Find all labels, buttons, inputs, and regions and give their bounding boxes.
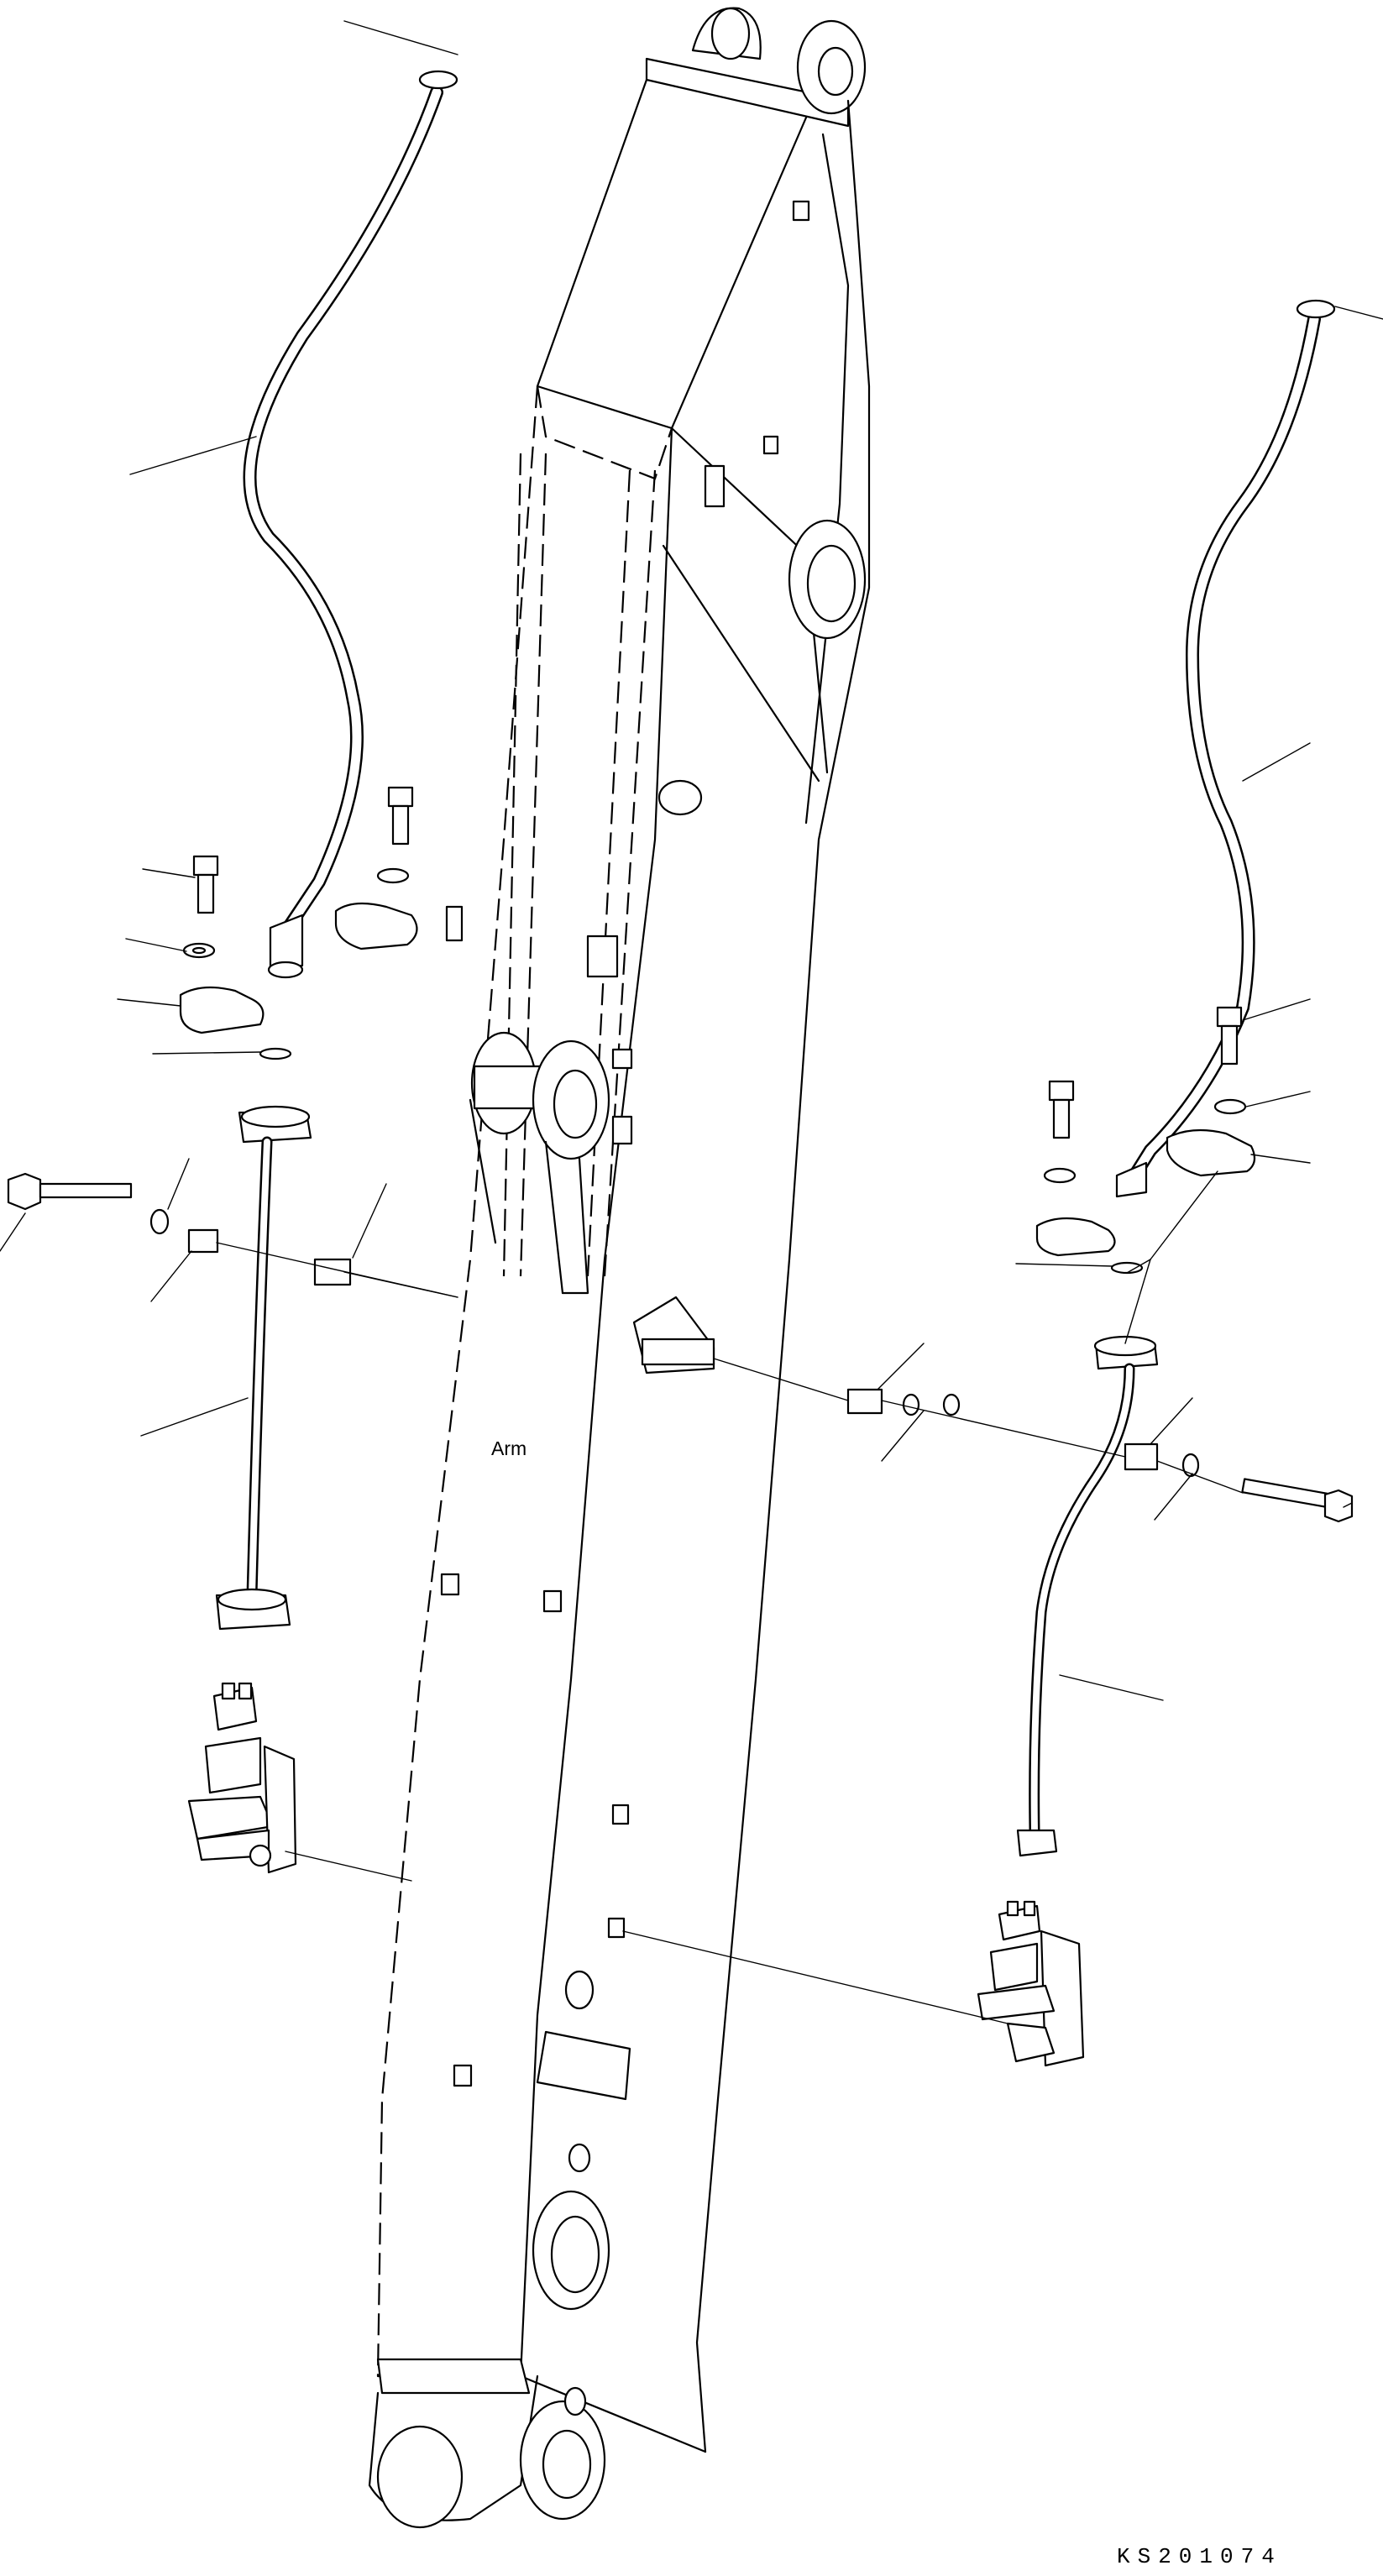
arm-body [368,7,871,2529]
right-tube-and-valve [977,1363,1135,2067]
left-clamp-assembly [7,786,418,1286]
left-tube-and-valve [187,1136,297,1874]
drawing-code: KS201074 [1117,2544,1282,2569]
leader-lines [0,20,1383,2024]
arm-label: Arm [491,1437,527,1459]
right-clamp-assembly [632,1006,1354,1523]
left-upper-hose [243,70,458,979]
